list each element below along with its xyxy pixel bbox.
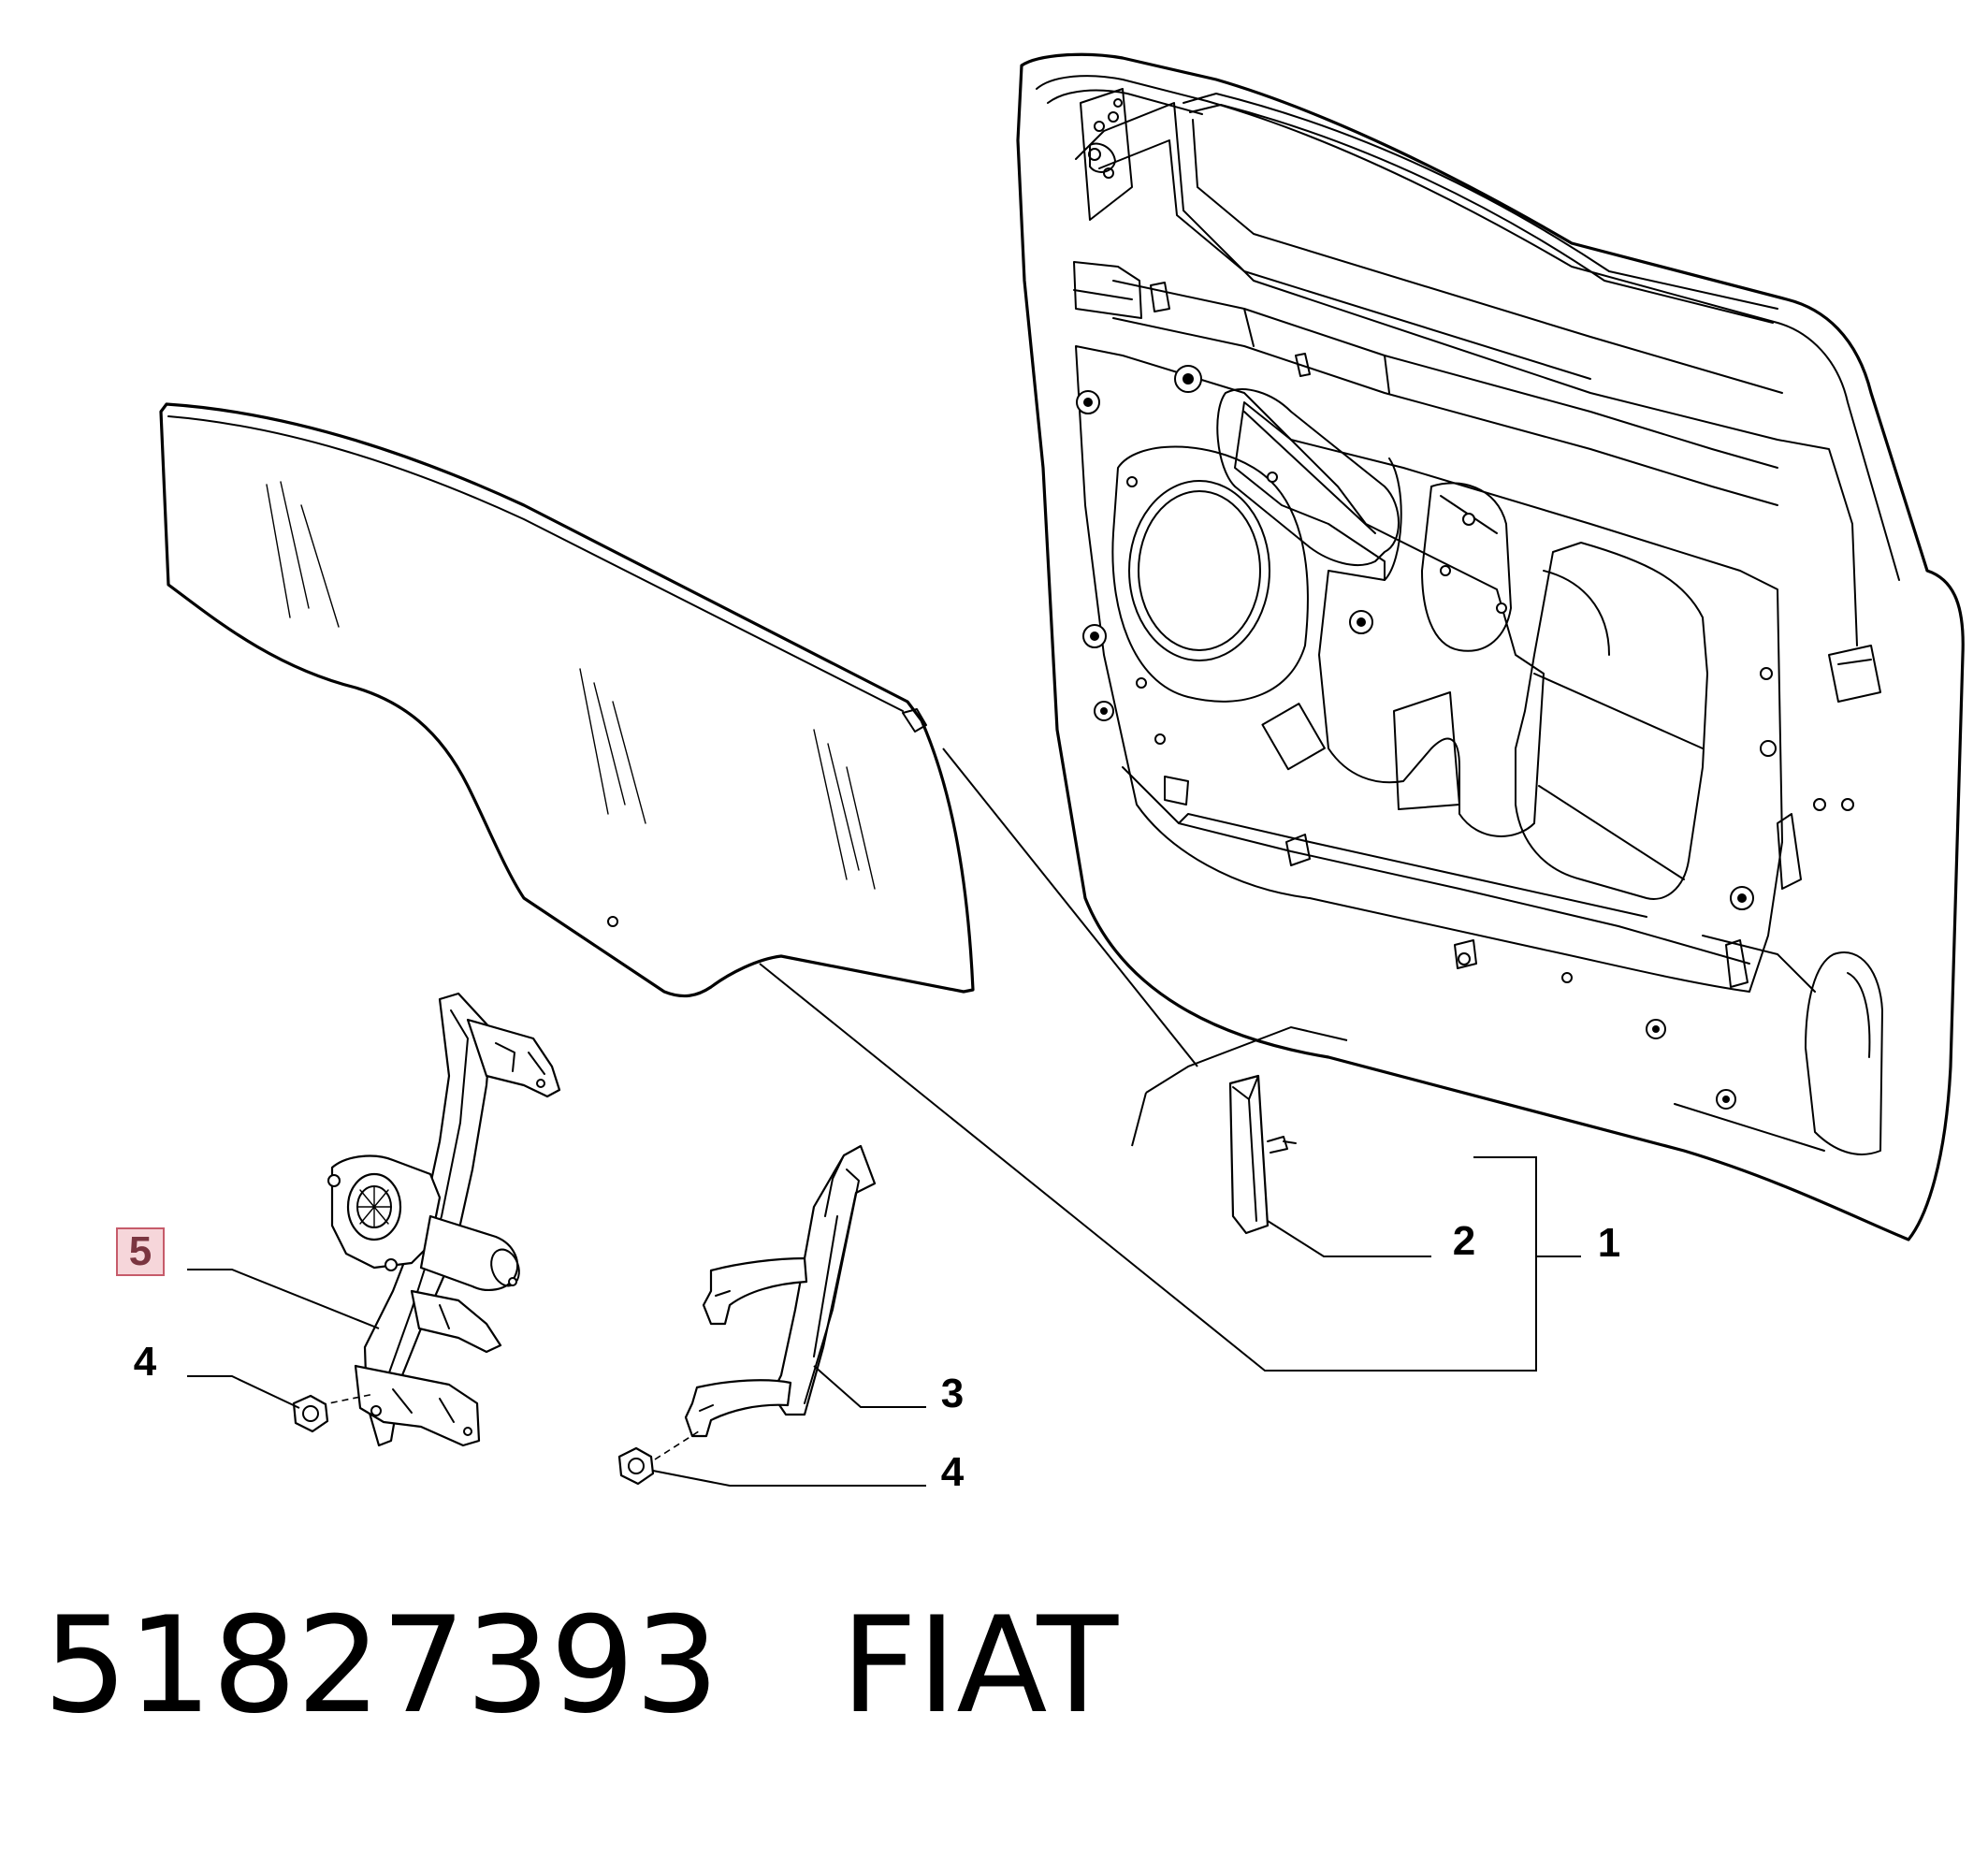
callout-3[interactable]: 3 bbox=[941, 1371, 964, 1416]
part-3-rear-guide-rail bbox=[617, 1144, 877, 1486]
leader-lines bbox=[187, 748, 1581, 1487]
callout-5-highlight bbox=[116, 1227, 165, 1276]
part-number: 51827393 bbox=[43, 1589, 719, 1743]
callout-4-right[interactable]: 4 bbox=[941, 1449, 965, 1495]
nut-4-right bbox=[617, 1446, 655, 1486]
callout-1[interactable]: 1 bbox=[1598, 1220, 1620, 1266]
nut-4-left bbox=[292, 1394, 329, 1433]
callout-4-left[interactable]: 4 bbox=[134, 1339, 157, 1385]
brand-name: FIAT bbox=[840, 1589, 1119, 1743]
callout-5[interactable]: 5 bbox=[129, 1228, 152, 1274]
door-shell bbox=[1016, 52, 1965, 1241]
callout-labels: 5 4 4 3 2 1 bbox=[116, 1218, 1620, 1495]
window-glass bbox=[159, 402, 975, 998]
part-2-guide-channel bbox=[1228, 1074, 1297, 1235]
part-5-window-regulator bbox=[292, 992, 561, 1447]
callout-2[interactable]: 2 bbox=[1453, 1218, 1475, 1264]
